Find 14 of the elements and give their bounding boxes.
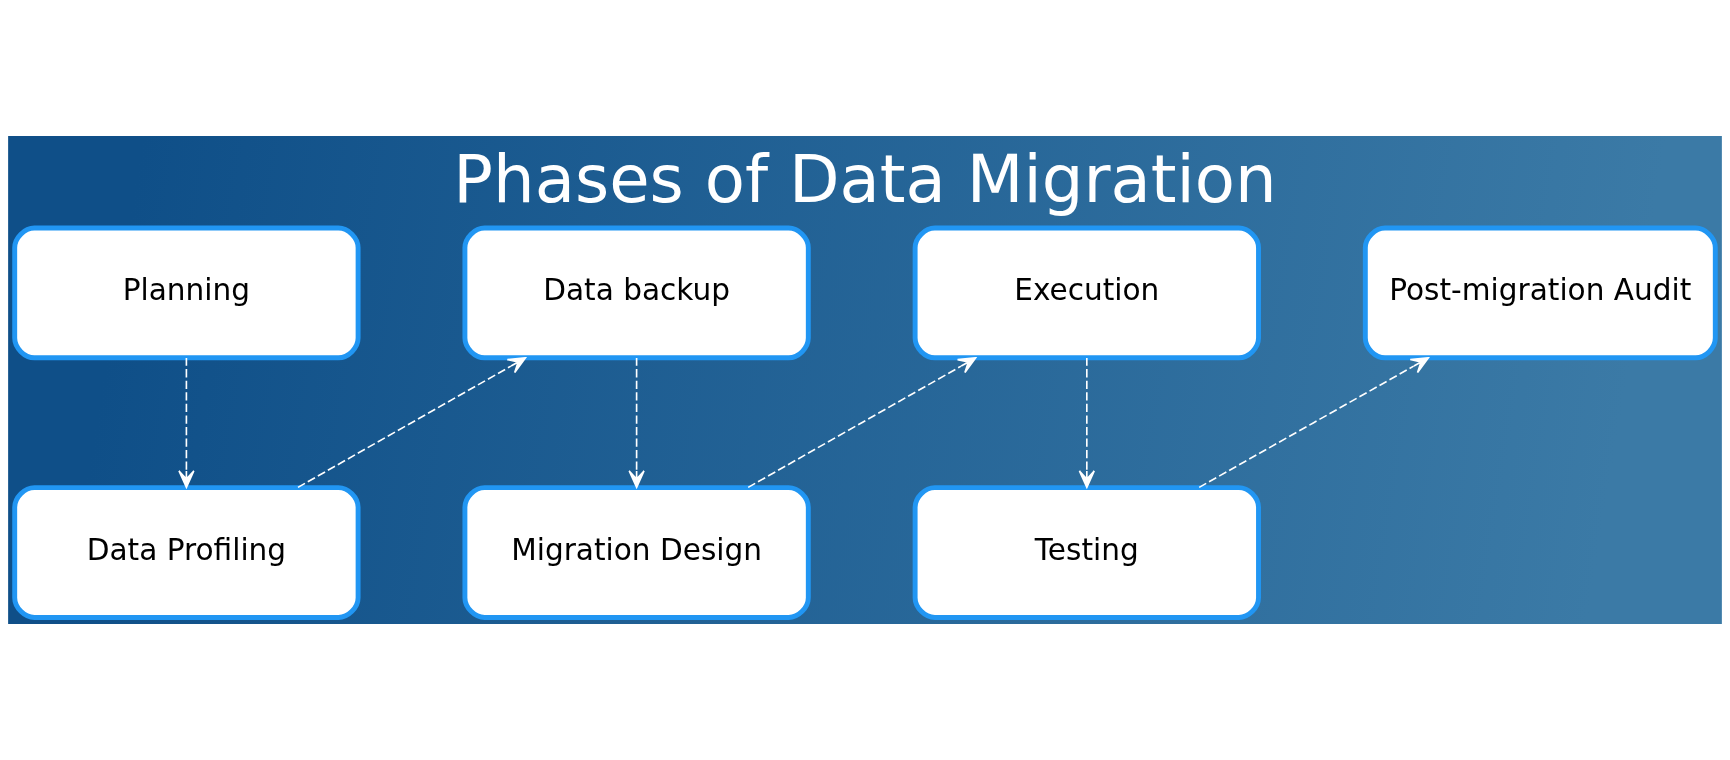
diagram-title: Phases of Data Migration: [453, 140, 1277, 217]
node-box: Data Profiling: [12, 485, 361, 620]
arrow: [297, 357, 527, 489]
arrow: [178, 357, 195, 489]
node-box: Execution: [912, 225, 1261, 361]
arrow: [1198, 357, 1430, 489]
node-box: Data backup: [462, 225, 811, 361]
node-box: Planning: [12, 225, 361, 361]
node-box: Migration Design: [462, 485, 811, 620]
arrow: [1078, 357, 1096, 489]
arrow: [747, 357, 977, 489]
node-box: Post-migration Audit: [1362, 225, 1718, 361]
node-box: Testing: [912, 485, 1261, 620]
arrow: [628, 357, 645, 489]
